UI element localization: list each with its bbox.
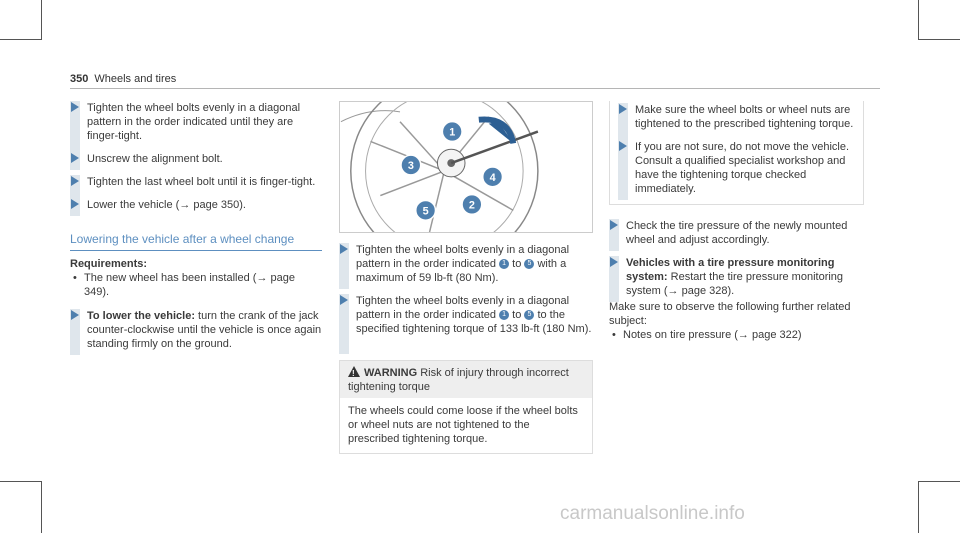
step-bold: Vehicles with a tire pressure monitoring… [626,257,835,283]
column-2: 1 2 3 4 5 Tighten the wheel bolts evenly… [339,101,593,454]
step-text: turn the crank of the jack counter-clock… [87,310,322,350]
page-number: 350 [70,73,89,85]
figure-label: 1 [449,126,455,138]
step-text: If you are not sure, do not move the veh… [635,141,850,195]
step-bar [70,101,80,161]
step-item: If you are not sure, do not move the veh… [618,140,855,200]
step-text: Tighten the last wheel bolt until it is … [87,176,316,188]
step-arrow-icon [71,310,79,320]
requirements-label: Requirements: [70,258,148,270]
step-text: Check the tire pressure of the newly mou… [626,220,848,246]
step-arrow-icon [71,176,79,186]
step-bar [339,243,349,289]
step-text: Unscrew the alignment bolt. [87,153,223,165]
step-item: Tighten the wheel bolts evenly in a diag… [339,243,593,289]
step-arrow-icon [71,153,79,163]
crop-mark [41,481,42,533]
callout-number: 1 [499,310,510,321]
watermark: carmanualsonline.info [560,503,745,524]
crop-mark [918,39,960,40]
step-text: Make sure the wheel bolts or wheel nuts … [635,104,854,130]
callout-number: 5 [524,259,535,270]
warning-triangle-icon [348,366,360,381]
step-bold: To lower the vehicle: [87,310,195,322]
step-bar [618,140,628,200]
step-item: Check the tire pressure of the newly mou… [609,219,864,251]
step-arrow-icon [340,244,348,254]
step-bar [339,294,349,354]
step-item: Tighten the last wheel bolt until it is … [70,175,322,207]
column-1: Tighten the wheel bolts evenly in a diag… [70,101,322,360]
warning-header: WARNING Risk of injury through incorrect… [340,361,592,398]
step-item: Tighten the wheel bolts evenly in a diag… [70,101,322,161]
step-text: Restart the tire pressure monitoring sys… [626,271,844,297]
step-bar [609,219,619,251]
step-arrow-icon [610,220,618,230]
step-arrow-icon [71,199,79,209]
crop-mark [0,39,41,40]
step-item: Unscrew the alignment bolt. [70,152,322,170]
step-bar [609,256,619,302]
section-heading: Lowering the vehicle after a wheel chang… [70,232,322,251]
header-rule [70,88,880,89]
bullet-item: Notes on tire pressure (→ page 322) [609,328,864,342]
further-subject: Make sure to observe the following furth… [609,301,851,327]
warning-label: WARNING [364,367,418,379]
wheel-bolt-figure: 1 2 3 4 5 [339,101,593,233]
step-item: To lower the vehicle: turn the crank of … [70,309,322,355]
requirement-item: The new wheel has been installed (→ page… [70,271,322,299]
crop-mark [918,481,960,482]
section-title: Wheels and tires [94,73,177,85]
callout-number: 1 [499,259,510,270]
page-header: 350 Wheels and tires [70,73,176,85]
step-arrow-icon [340,295,348,305]
warning-continuation-box: Make sure the wheel bolts or wheel nuts … [609,101,864,205]
figure-label: 2 [469,199,475,211]
crop-mark [918,481,919,533]
figure-label: 3 [408,160,414,172]
step-arrow-icon [619,141,627,151]
step-item: Tighten the wheel bolts evenly in a diag… [339,294,593,354]
figure-label: 5 [423,205,429,217]
crop-mark [918,0,919,40]
step-item: Make sure the wheel bolts or wheel nuts … [618,103,855,149]
step-bar [618,103,628,149]
step-text: Tighten the wheel bolts evenly in a diag… [87,102,301,142]
step-arrow-icon [619,104,627,114]
step-bar [70,175,80,207]
step-arrow-icon [71,102,79,112]
step-item: Vehicles with a tire pressure monitoring… [609,256,864,302]
crop-mark [0,481,41,482]
column-3: Make sure the wheel bolts or wheel nuts … [609,101,864,342]
step-item: Lower the vehicle (→ page 350). [70,198,322,216]
step-arrow-icon [610,257,618,267]
figure-label: 4 [490,172,496,184]
step-text: Lower the vehicle (→ page 350). [87,199,246,211]
crop-mark [41,0,42,40]
warning-text: The wheels could come loose if the wheel… [348,405,578,445]
warning-title: Risk of injury through incorrect tighten… [348,367,569,393]
callout-number: 5 [524,310,535,321]
warning-box: WARNING Risk of injury through incorrect… [339,360,593,454]
step-bar [70,309,80,355]
